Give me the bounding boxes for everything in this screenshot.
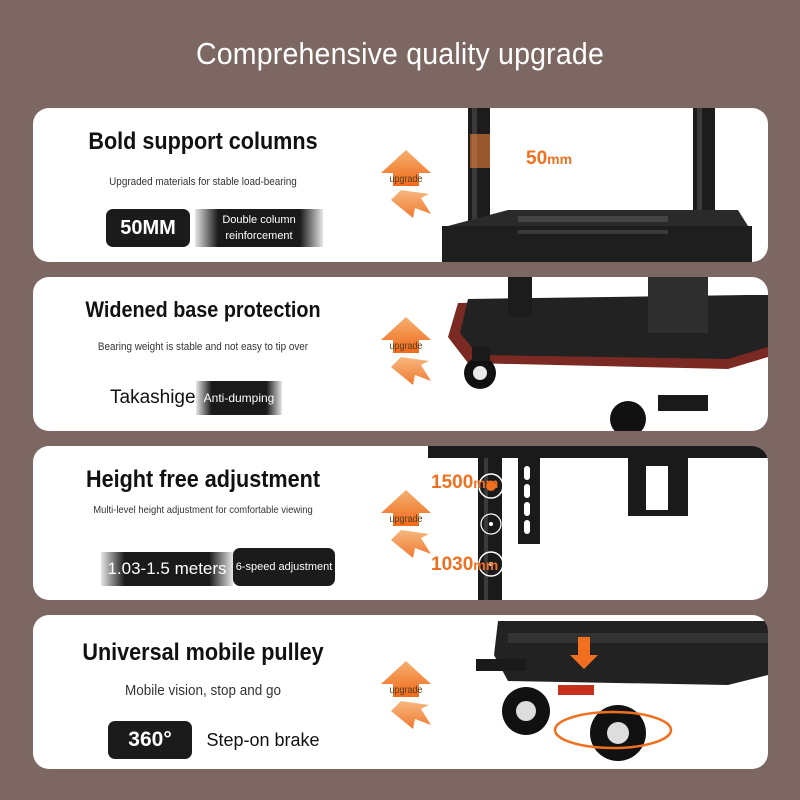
brake-pedal-icon <box>476 659 526 671</box>
card-subtitle: Upgraded materials for stable load-beari… <box>109 176 297 188</box>
caster-photo <box>476 621 768 761</box>
base-photo <box>448 277 768 431</box>
feature-card-height-adjustment: Height free adjustment Multi-level heigh… <box>33 446 768 600</box>
upgrade-arrows-icon: upgrade <box>351 639 461 749</box>
down-arrow-icon <box>570 637 598 669</box>
arrow-label: upgrade <box>389 341 423 352</box>
feature-card-mobile-pulley: Universal mobile pulley Mobile vision, s… <box>33 615 768 769</box>
size-badge: 50MM <box>106 209 190 247</box>
column-height-photo <box>428 446 768 600</box>
height-range-badge: 1.03-1.5 meters <box>101 552 233 586</box>
card-heading: Height free adjustment <box>85 466 321 493</box>
dimension-top-label: 1500mm <box>431 472 499 493</box>
dimension-label: 50mm <box>526 148 573 169</box>
upgrade-arrows-icon: upgrade <box>351 468 461 578</box>
card-heading: Universal mobile pulley <box>82 639 324 666</box>
feature-card-support-columns: Bold support columns Upgraded materials … <box>33 108 768 262</box>
speed-badge: 6-speed adjustment <box>233 548 335 586</box>
brand-tag: Takashige <box>110 387 196 408</box>
arrow-label: upgrade <box>389 685 423 696</box>
reinforcement-badge: Double column reinforcement <box>195 209 323 247</box>
brake-badge: Step-on brake <box>206 730 320 750</box>
anti-dumping-badge: Anti-dumping <box>196 381 282 415</box>
card-heading: Widened base protection <box>85 297 321 322</box>
rotate-arrow-icon <box>553 710 673 750</box>
page-title: Comprehensive quality upgrade <box>195 36 605 71</box>
arrow-label: upgrade <box>389 514 423 525</box>
arrow-label: upgrade <box>389 174 423 185</box>
dimension-bottom-label: 1030mm <box>431 554 499 575</box>
column-photo <box>442 108 752 262</box>
feature-card-base-protection: Widened base protection Bearing weight i… <box>33 277 768 431</box>
card-heading: Bold support columns <box>88 128 318 155</box>
card-subtitle: Multi-level height adjustment for comfor… <box>93 504 313 516</box>
upgrade-arrows-icon: upgrade <box>351 295 461 405</box>
card-subtitle: Bearing weight is stable and not easy to… <box>97 341 309 353</box>
rotation-badge: 360° <box>108 721 192 759</box>
card-subtitle: Mobile vision, stop and go <box>124 682 282 699</box>
upgrade-arrows-icon: upgrade <box>351 128 461 238</box>
